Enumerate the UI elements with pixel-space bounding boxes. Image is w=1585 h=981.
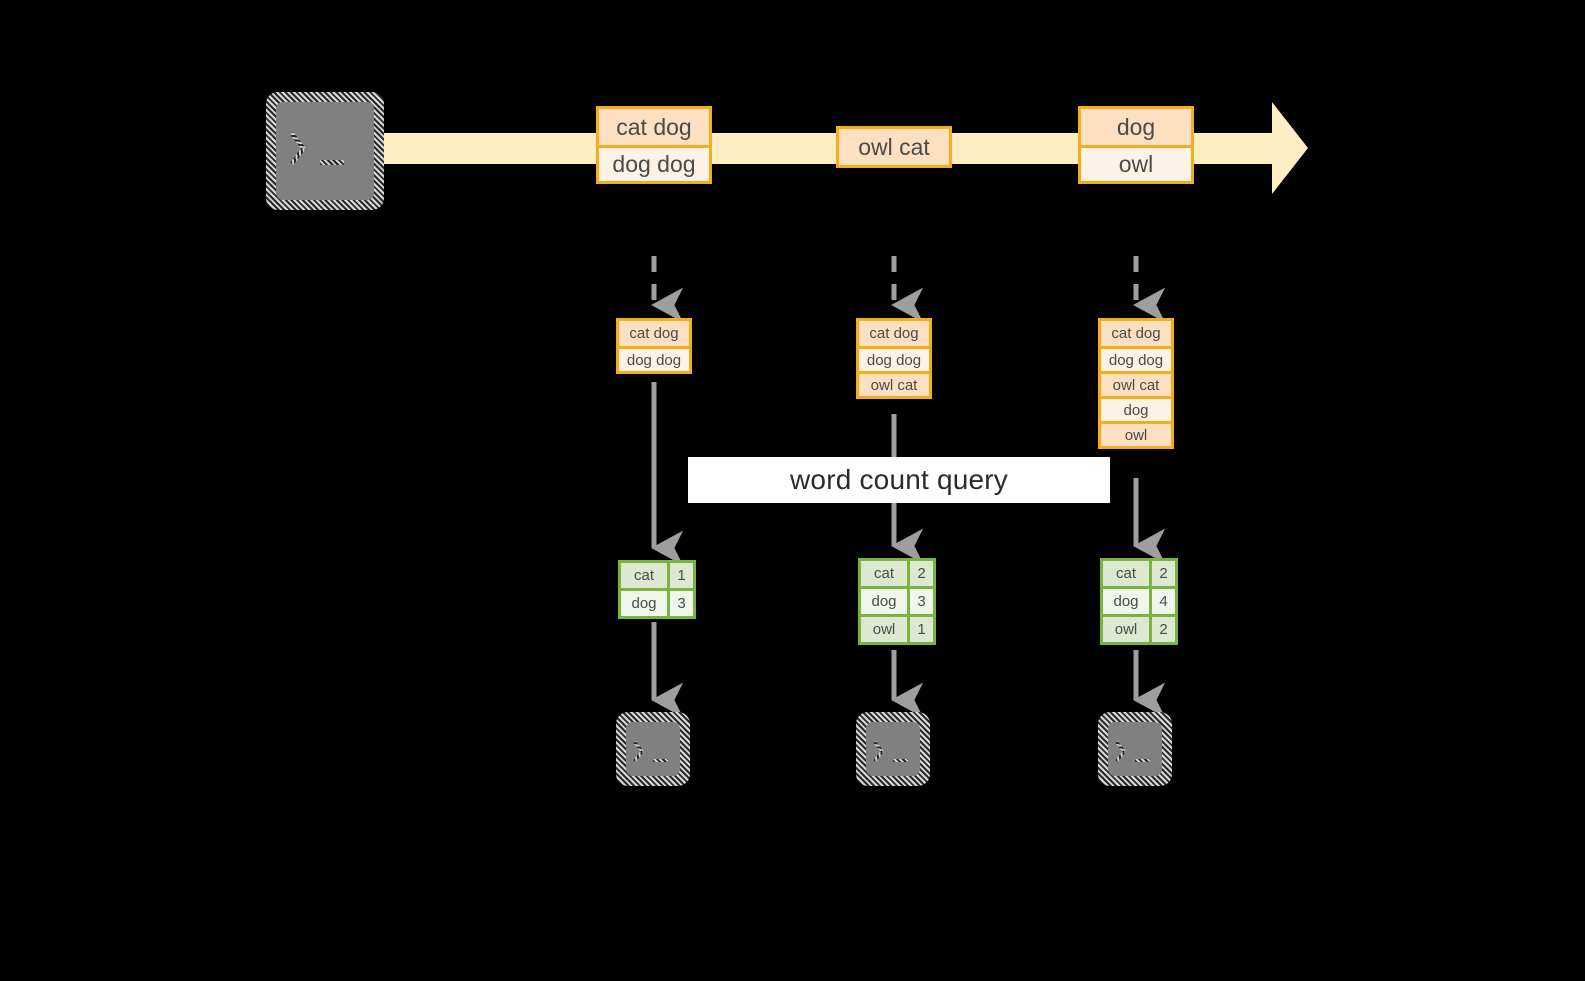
count-cell: 2: [907, 561, 933, 586]
terminal-screen: [1108, 722, 1162, 776]
count-cell: 2: [1149, 617, 1175, 642]
table-row: owl 2: [1103, 614, 1175, 642]
accumulated-stream-2[interactable]: cat dog dog dog owl cat: [856, 318, 932, 399]
prompt-chevron-lower: [873, 750, 884, 763]
count-cell: 3: [907, 589, 933, 614]
record-line: dog: [1081, 109, 1191, 145]
stream-record-3[interactable]: dog owl: [1078, 106, 1194, 184]
prompt-underscore: [320, 160, 344, 165]
word-cell: cat: [621, 563, 667, 588]
output-arrows: [651, 622, 1166, 718]
stream-record-1[interactable]: cat dog dog dog: [596, 106, 712, 184]
terminal-screen: [626, 722, 680, 776]
accumulated-line: owl cat: [859, 371, 929, 396]
accumulated-stream-1[interactable]: cat dog dog dog: [616, 318, 692, 374]
prompt-underscore: [653, 759, 668, 762]
word-count-table-1[interactable]: cat 1 dog 3: [618, 560, 696, 619]
accumulated-stream-3[interactable]: cat dog dog dog owl cat dog owl: [1098, 318, 1174, 449]
table-row: owl 1: [861, 614, 933, 642]
terminal-icon-sink-2[interactable]: [856, 712, 930, 786]
word-count-table-3[interactable]: cat 2 dog 4 owl 2: [1100, 558, 1178, 645]
prompt-underscore: [1135, 759, 1150, 762]
prompt-chevron-lower: [1115, 750, 1126, 763]
record-line: dog dog: [599, 145, 709, 181]
count-cell: 4: [1149, 589, 1175, 614]
query-label-text: word count query: [790, 464, 1008, 495]
count-cell: 1: [667, 563, 693, 588]
word-count-table-2[interactable]: cat 2 dog 3 owl 1: [858, 558, 936, 645]
accumulated-line: dog dog: [859, 346, 929, 371]
record-line: owl: [1081, 145, 1191, 181]
table-row: cat 2: [861, 561, 933, 586]
word-cell: dog: [861, 589, 907, 614]
query-label: word count query: [688, 457, 1110, 503]
accumulated-line: cat dog: [1101, 321, 1171, 346]
stream-tap-dashed-arrows: [651, 256, 1166, 323]
accumulated-line: owl: [1101, 421, 1171, 446]
accumulated-line: owl cat: [1101, 371, 1171, 396]
count-cell: 2: [1149, 561, 1175, 586]
prompt-chevron-lower: [633, 750, 644, 763]
word-cell: dog: [1103, 589, 1149, 614]
accumulated-line: dog dog: [1101, 346, 1171, 371]
terminal-icon-sink-3[interactable]: [1098, 712, 1172, 786]
accumulated-line: dog: [1101, 396, 1171, 421]
terminal-icon-sink-1[interactable]: [616, 712, 690, 786]
table-row: cat 2: [1103, 561, 1175, 586]
word-cell: cat: [861, 561, 907, 586]
accumulated-line: cat dog: [859, 321, 929, 346]
record-line: cat dog: [599, 109, 709, 145]
stream-record-2[interactable]: owl cat: [836, 126, 952, 168]
word-cell: dog: [621, 591, 667, 616]
table-row: dog 3: [621, 588, 693, 616]
accumulated-line: cat dog: [619, 321, 689, 346]
count-cell: 1: [907, 617, 933, 642]
table-row: dog 4: [1103, 586, 1175, 614]
word-cell: cat: [1103, 561, 1149, 586]
terminal-screen: [276, 102, 374, 200]
word-cell: owl: [861, 617, 907, 642]
prompt-underscore: [893, 759, 908, 762]
table-row: dog 3: [861, 586, 933, 614]
table-row: cat 1: [621, 563, 693, 588]
accumulated-line: dog dog: [619, 346, 689, 371]
terminal-icon-source[interactable]: [266, 92, 384, 210]
record-line: owl cat: [839, 129, 949, 165]
terminal-screen: [866, 722, 920, 776]
count-cell: 3: [667, 591, 693, 616]
word-cell: owl: [1103, 617, 1149, 642]
prompt-chevron-lower: [290, 146, 306, 165]
